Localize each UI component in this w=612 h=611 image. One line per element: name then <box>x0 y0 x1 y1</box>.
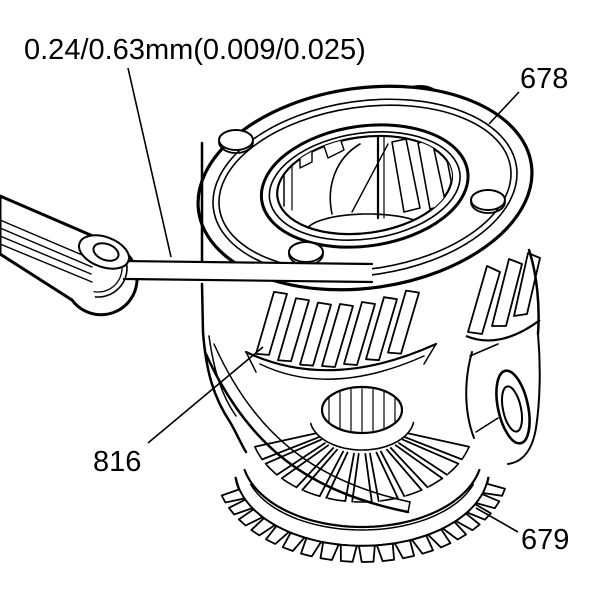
ring-gear <box>220 476 506 563</box>
callout-678: 678 <box>520 63 568 95</box>
lower-side-gear <box>243 385 481 529</box>
leader-lines <box>127 67 520 533</box>
spec-leader-line <box>127 67 172 258</box>
side-pinion-gear <box>244 289 438 380</box>
clearance-spec-label: 0.24/0.63mm(0.009/0.025) <box>24 34 366 66</box>
gauge-pivot-hole <box>92 242 120 262</box>
ring-gear-leader-line <box>475 507 519 533</box>
callout-679: 679 <box>521 524 569 556</box>
right-side-gear <box>465 252 541 342</box>
case-trunnion-boss <box>465 343 531 445</box>
callout-816: 816 <box>93 446 141 478</box>
feeler-gauge <box>0 194 374 317</box>
differential-case-body <box>200 141 541 514</box>
flange-lugs <box>218 129 506 266</box>
side-gear-leader-line <box>147 346 264 444</box>
flange-leader-line <box>488 91 520 125</box>
feeler-blade <box>120 260 372 283</box>
